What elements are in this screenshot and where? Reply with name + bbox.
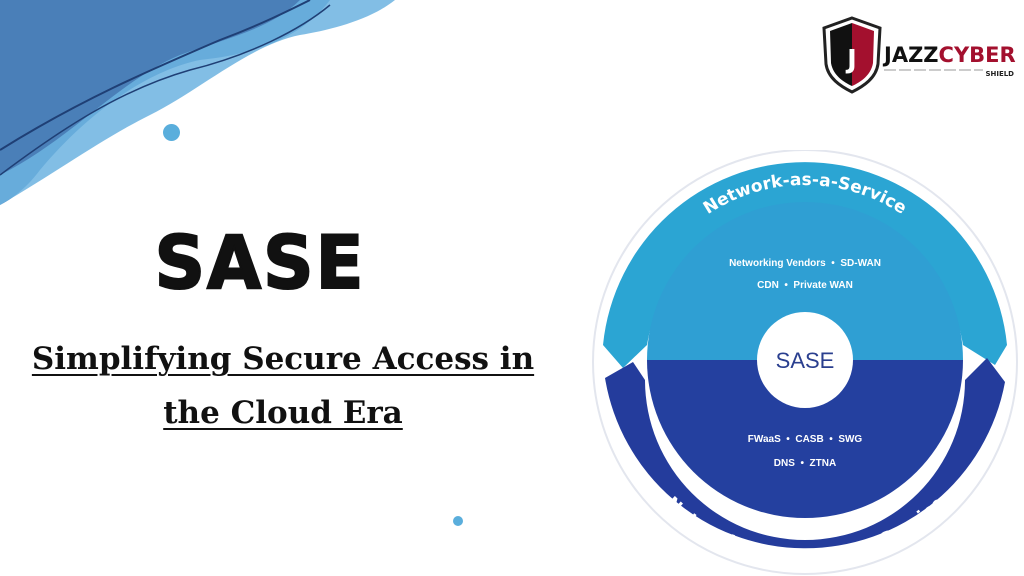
jazzcyber-logo: J JAZZCYBER SHIELD: [822, 16, 1016, 94]
decorative-waves: [0, 0, 395, 205]
top-line: CDN • Private WAN: [757, 280, 853, 291]
subtitle: Simplifying Secure Access in the Cloud E…: [0, 332, 566, 440]
logo-brand: JAZZCYBER: [882, 43, 1016, 67]
center-label: SASE: [776, 348, 835, 373]
page-title: SASE: [154, 219, 366, 307]
bottom-line: FWaaS • CASB • SWG: [748, 434, 863, 445]
decorative-dot: [453, 516, 463, 526]
bottom-line: DNS • ZTNA: [774, 458, 836, 469]
subtitle-line: Simplifying Secure Access in: [31, 341, 535, 377]
top-band: [603, 162, 1007, 368]
sase-diagram: SASE Network-as-a-Service Network-Securi…: [592, 150, 1018, 575]
center-circle: [757, 312, 853, 408]
logo-tagline: SHIELD: [985, 70, 1014, 78]
subtitle-line: the Cloud Era: [163, 395, 403, 431]
svg-text:J: J: [845, 45, 857, 75]
top-line: Networking Vendors • SD-WAN: [729, 258, 881, 269]
decorative-dot: [163, 124, 180, 141]
